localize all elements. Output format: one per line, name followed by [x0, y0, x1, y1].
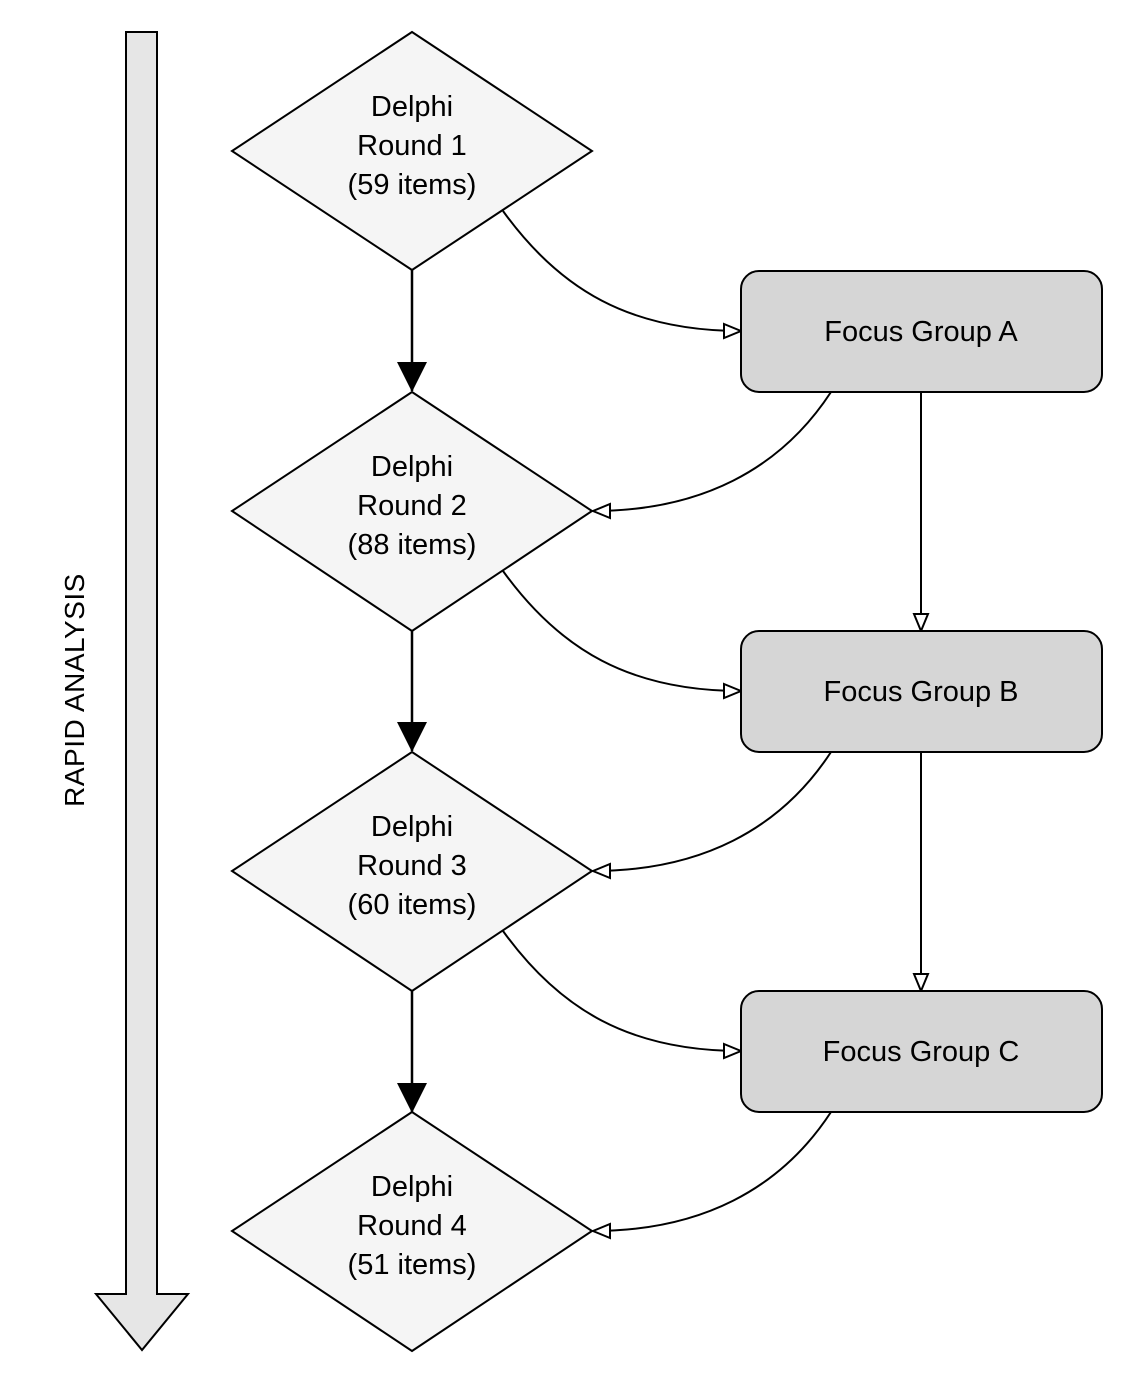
- rapid-analysis-arrow: RAPID ANALYSIS: [59, 31, 191, 1352]
- focus-group-label: Focus Group A: [824, 316, 1018, 348]
- focus-group-label: Focus Group C: [823, 1036, 1020, 1068]
- round-number: Round 2: [357, 490, 467, 522]
- round-number: Round 4: [357, 1210, 467, 1242]
- diamond-shape: [230, 30, 594, 272]
- delphi-round-3: Delphi Round 3 (60 items): [230, 750, 594, 993]
- round-title: Delphi: [371, 811, 453, 843]
- delphi-round-4: Delphi Round 4 (51 items): [230, 1110, 594, 1353]
- round-number: Round 3: [357, 850, 467, 882]
- diamond-shape: [230, 1110, 594, 1353]
- connector-focus-a-to-round2: [593, 391, 832, 511]
- connector-round3-to-focus-c: [502, 930, 741, 1051]
- focus-group-b: Focus Group B: [740, 630, 1103, 753]
- rapid-analysis-label: RAPID ANALYSIS: [59, 573, 90, 807]
- connector-focus-b-to-round3: [593, 751, 832, 871]
- round-title: Delphi: [371, 91, 453, 123]
- focus-group-label: Focus Group B: [823, 676, 1018, 708]
- focus-group-c: Focus Group C: [740, 990, 1103, 1113]
- round-item-count: (60 items): [348, 889, 477, 921]
- round-number: Round 1: [357, 130, 467, 162]
- focus-group-box: [740, 630, 1103, 753]
- round-item-count: (59 items): [348, 169, 477, 201]
- diamond-shape: [230, 750, 594, 993]
- diamond-shape: [230, 390, 594, 633]
- round-item-count: (51 items): [348, 1249, 477, 1281]
- connector-round1-to-focus-a: [502, 210, 741, 331]
- focus-group-a: Focus Group A: [740, 270, 1103, 393]
- delphi-round-2: Delphi Round 2 (88 items): [230, 390, 594, 633]
- round-title: Delphi: [371, 1171, 453, 1203]
- round-item-count: (88 items): [348, 529, 477, 561]
- connector-focus-c-to-round4: [593, 1111, 832, 1231]
- feedback-connectors: [502, 210, 921, 1231]
- focus-group-box: [740, 990, 1103, 1113]
- round-title: Delphi: [371, 451, 453, 483]
- focus-group-box: [740, 270, 1103, 393]
- delphi-round-1: Delphi Round 1 (59 items): [230, 30, 594, 272]
- connector-round2-to-focus-b: [502, 570, 741, 691]
- timeline-arrow-shape: [93, 31, 191, 1352]
